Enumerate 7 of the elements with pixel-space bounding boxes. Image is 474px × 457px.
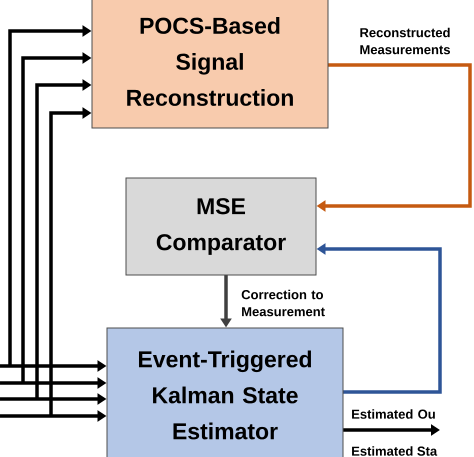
edge-label: Reconstructed Measurements bbox=[360, 28, 450, 54]
comparator-box: MSE Comparator bbox=[126, 178, 316, 276]
estimator-box: Event-Triggered Kalman State Estimator bbox=[106, 328, 344, 457]
edge-label: Estimated Ou bbox=[352, 409, 435, 419]
edge-label: Correction to Measurement bbox=[242, 290, 325, 316]
output-label: Estimated Sta bbox=[352, 446, 438, 456]
pocs-box: POCS-Based Signal Reconstruction bbox=[92, 0, 328, 128]
